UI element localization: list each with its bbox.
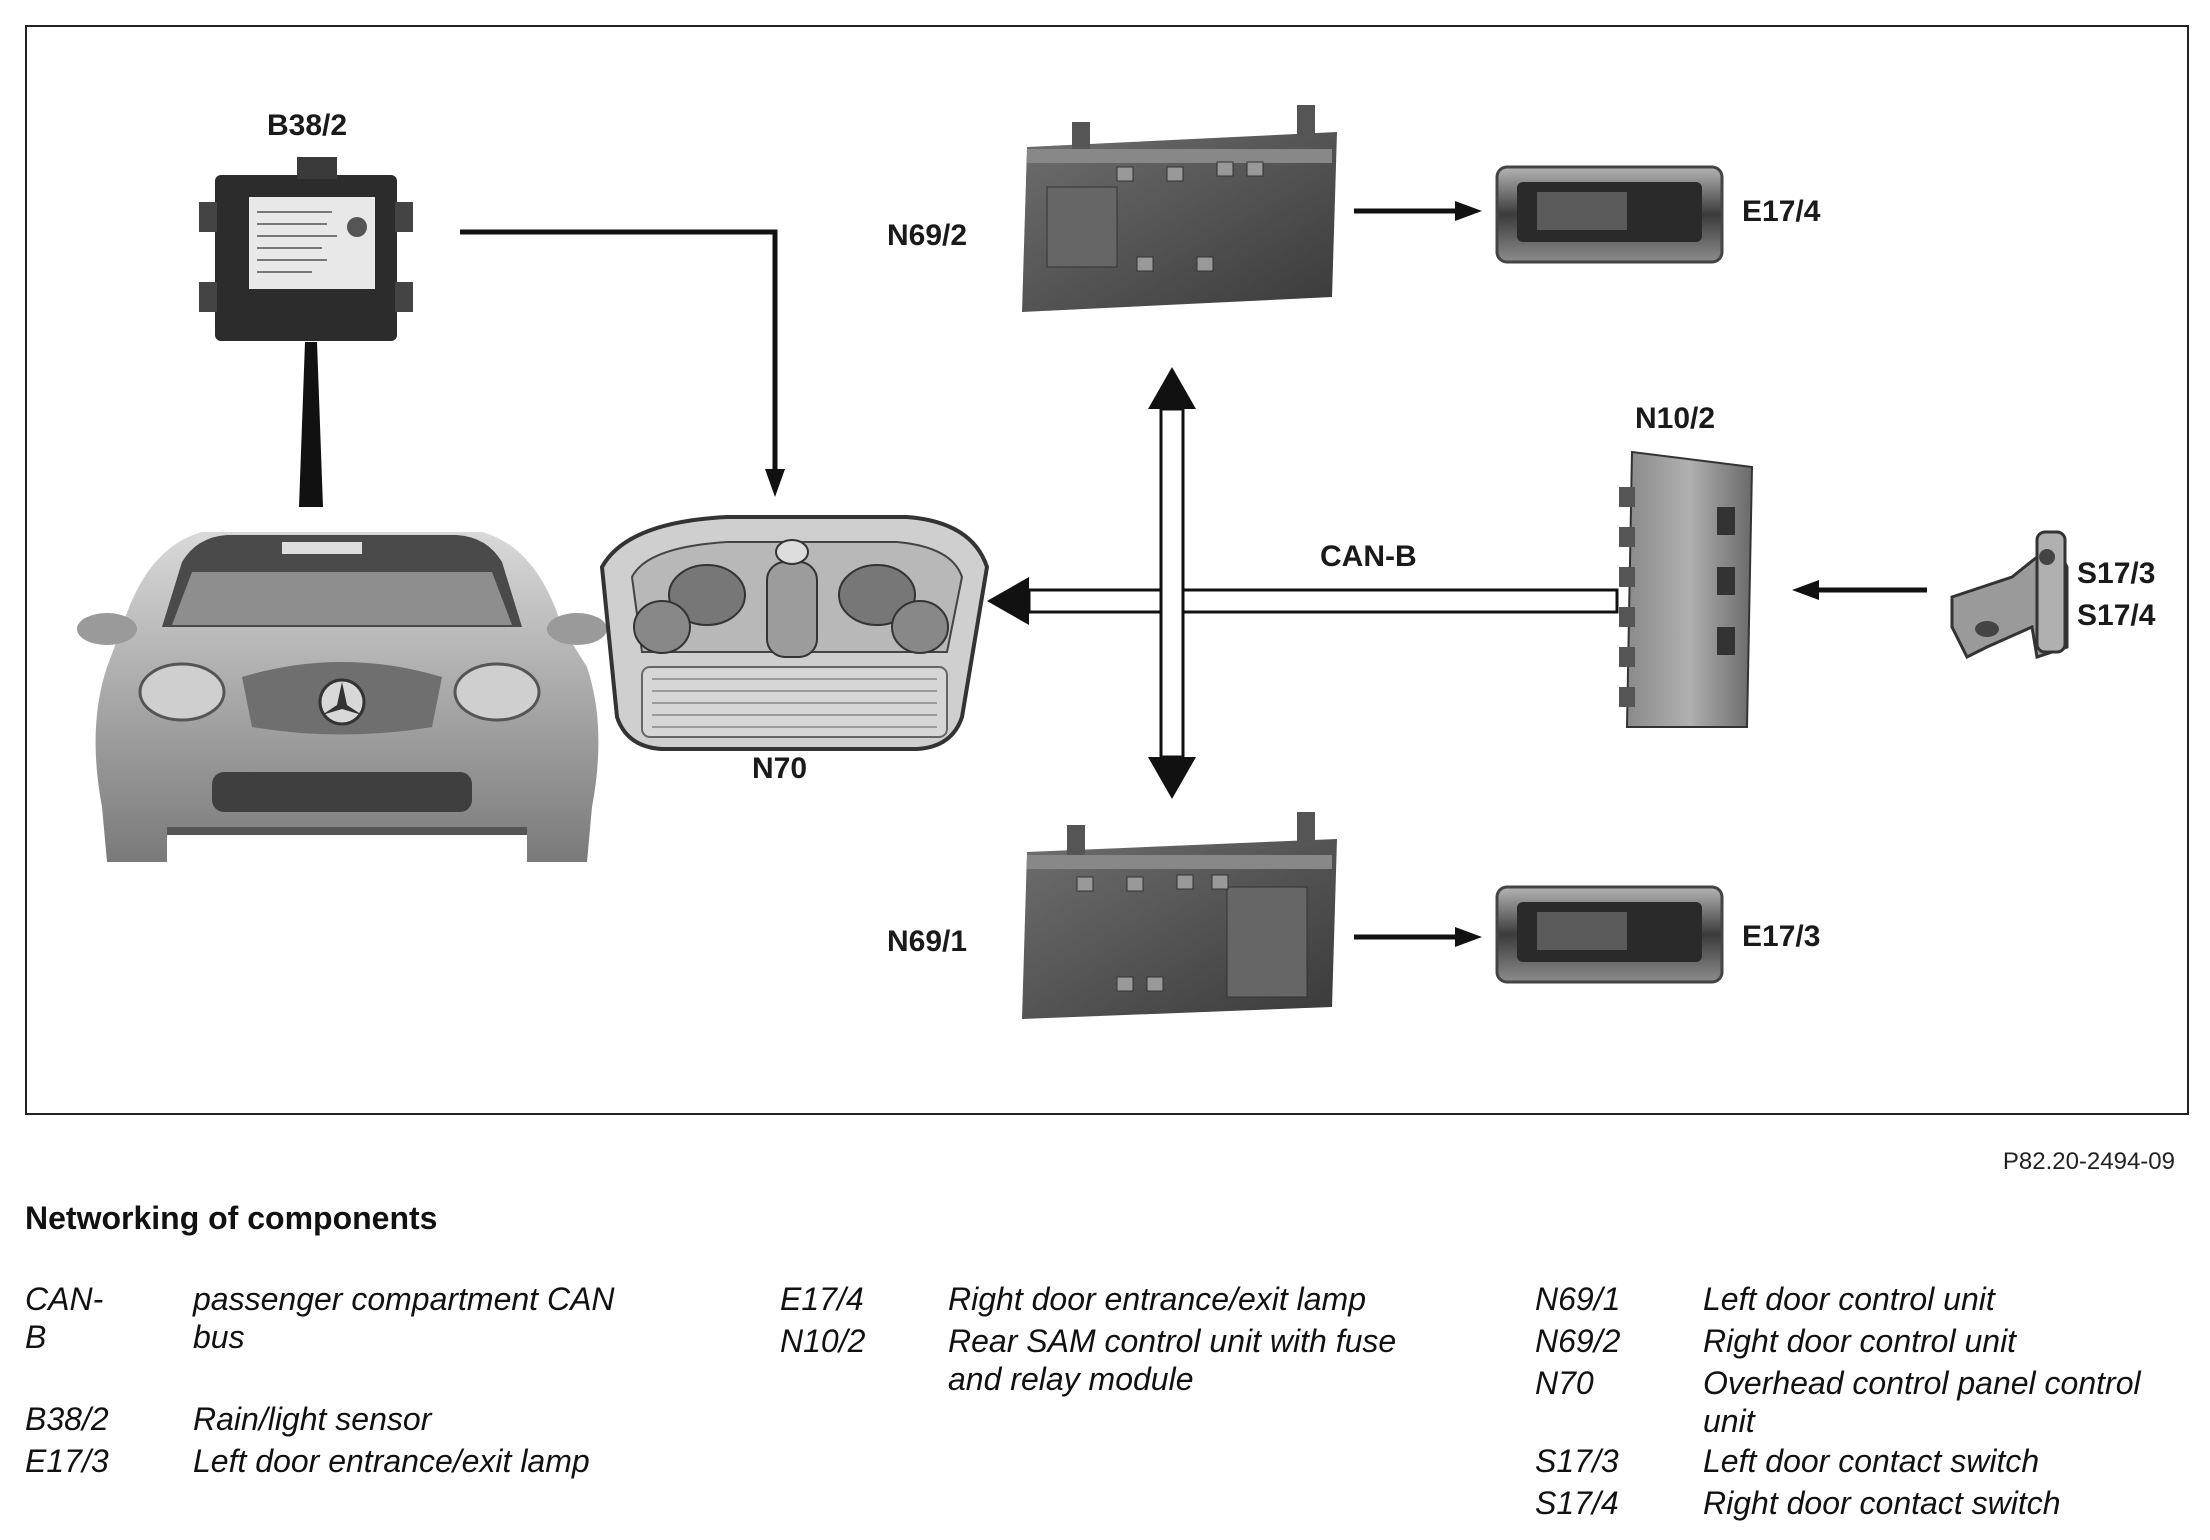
legend-desc: Right door contact switch bbox=[1703, 1485, 2061, 1521]
label-n10-2: N10/2 bbox=[1635, 402, 1716, 435]
legend-code: E17/4 bbox=[780, 1281, 864, 1317]
label-s17-4: S17/4 bbox=[2077, 599, 2156, 632]
car-image bbox=[77, 532, 607, 862]
legend-code: N69/2 bbox=[1535, 1323, 1621, 1359]
label-n70: N70 bbox=[752, 752, 808, 785]
legend-desc: Left door control unit bbox=[1703, 1281, 1995, 1317]
label-n69-1: N69/1 bbox=[887, 925, 968, 958]
legend-code: E17/3 bbox=[25, 1443, 109, 1479]
legend-title: Networking of components bbox=[25, 1200, 438, 1236]
figure-reference: P82.20-2494-09 bbox=[2002, 1148, 2175, 1175]
legend-desc: Rain/light sensor bbox=[193, 1401, 432, 1437]
label-s17-3: S17/3 bbox=[2077, 557, 2156, 590]
legend-code: N70 bbox=[1535, 1365, 1594, 1401]
legend-code: S17/4 bbox=[1535, 1485, 1619, 1521]
arrow-n69-1-to-e17-3 bbox=[1354, 927, 1482, 947]
legend-code: B38/2 bbox=[25, 1401, 109, 1437]
legend-desc: Overhead control panel control bbox=[1703, 1365, 2141, 1401]
arrow-n69-2-to-e17-4 bbox=[1354, 201, 1482, 221]
legend-desc-cont: bus bbox=[193, 1319, 245, 1355]
legend-desc: Left door entrance/exit lamp bbox=[193, 1443, 590, 1479]
rain-light-sensor-b38-2 bbox=[199, 157, 413, 341]
entrance-exit-lamp-e17-3 bbox=[1495, 885, 1724, 984]
legend-code: S17/3 bbox=[1535, 1443, 1619, 1479]
legend-code: N10/2 bbox=[780, 1323, 866, 1359]
legend-code: N69/1 bbox=[1535, 1281, 1621, 1317]
label-b38-2: B38/2 bbox=[267, 109, 348, 142]
rear-sam-control-unit-n10-2 bbox=[1619, 450, 1754, 728]
legend-desc: Left door contact switch bbox=[1703, 1443, 2040, 1479]
legend-desc: Right door control unit bbox=[1703, 1323, 2017, 1359]
arrow-b38-to-n70 bbox=[460, 229, 785, 497]
label-can-b: CAN-B bbox=[1320, 540, 1417, 573]
legend-desc: Rear SAM control unit with fuse bbox=[948, 1323, 1397, 1359]
arrow-s17-to-n10-2 bbox=[1792, 580, 1927, 600]
label-e17-4: E17/4 bbox=[1742, 195, 1821, 228]
network-diagram bbox=[77, 105, 2069, 1019]
diagram-frame: B38/2 N69/2 E17/4 N10/2 CAN-B S17/3 S17/… bbox=[25, 25, 2189, 1115]
door-contact-switch-s17 bbox=[1950, 530, 2069, 660]
sensor-mount-line bbox=[299, 342, 323, 507]
can-b-bus bbox=[987, 367, 1619, 799]
legend-desc-cont: and relay module bbox=[948, 1361, 1194, 1397]
door-control-unit-n69-1 bbox=[1022, 812, 1337, 1019]
entrance-exit-lamp-e17-4 bbox=[1495, 165, 1724, 264]
legend-desc-cont: unit bbox=[1703, 1403, 1755, 1439]
legend-code: CAN-B bbox=[25, 1281, 104, 1355]
label-n69-2: N69/2 bbox=[887, 219, 968, 252]
overhead-control-panel-n70 bbox=[599, 515, 990, 751]
legend-desc: Right door entrance/exit lamp bbox=[948, 1281, 1366, 1317]
label-e17-3: E17/3 bbox=[1742, 920, 1821, 953]
legend-desc: passenger compartment CAN bbox=[193, 1281, 615, 1317]
door-control-unit-n69-2 bbox=[1022, 105, 1337, 312]
